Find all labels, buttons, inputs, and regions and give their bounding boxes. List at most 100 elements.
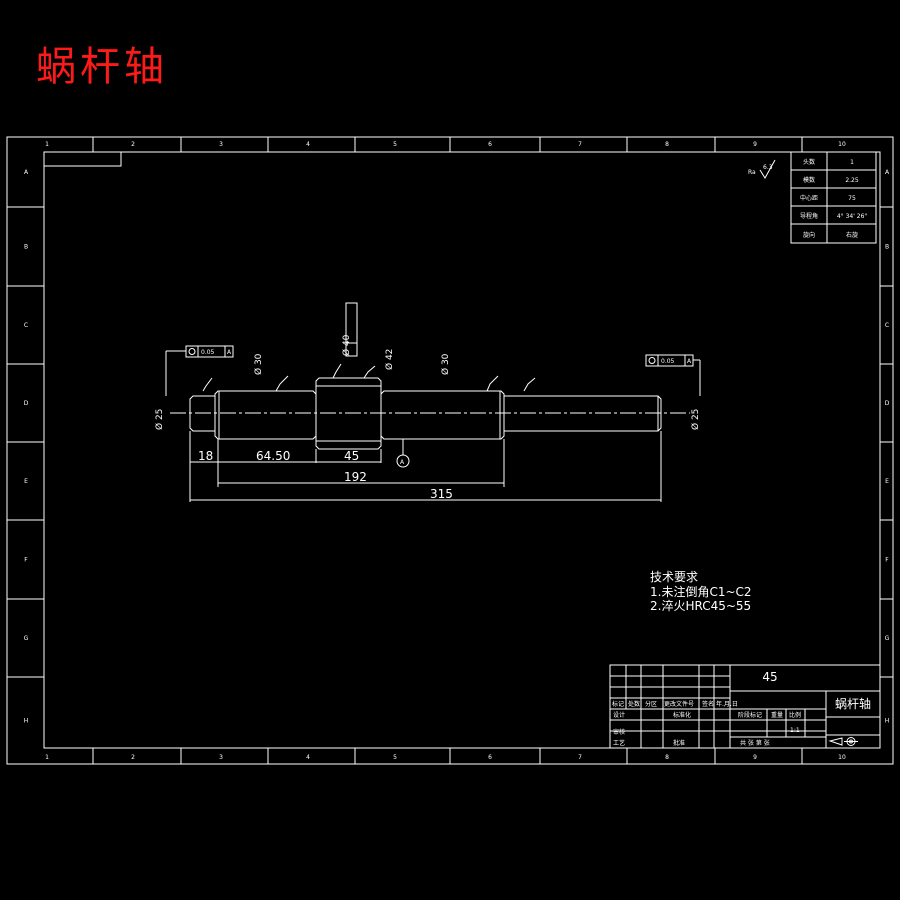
inner-frame: [43, 151, 881, 749]
tolerance-right: 0.05 A: [645, 354, 701, 396]
zone-col-top-7: 7: [578, 141, 582, 148]
part-name: 蜗杆轴: [835, 696, 871, 711]
zone-col-bottom-5: 5: [393, 754, 397, 761]
param-label-2: 中心距: [800, 194, 818, 202]
svg-text:阶段标记: 阶段标记: [738, 711, 762, 719]
param-value-4: 右旋: [846, 231, 858, 239]
tech-req-line2: 2.淬火HRC45~55: [650, 598, 751, 613]
svg-text:年.月.日: 年.月.日: [716, 700, 738, 708]
diameter-labels: Ø 25 Ø 30 Ø 40 Ø 42 Ø 30 Ø 25: [154, 334, 701, 430]
zone-col-bottom-7: 7: [578, 754, 582, 761]
dim-64-50: 64.50: [256, 449, 290, 463]
param-label-0: 头数: [803, 158, 815, 166]
dim-192: 192: [344, 470, 367, 484]
zone-row-right-G: G: [885, 635, 890, 642]
svg-text:比例: 比例: [789, 711, 801, 719]
zone-col-bottom-9: 9: [753, 754, 757, 761]
tech-req-line1: 1.未注倒角C1~C2: [650, 584, 752, 599]
zone-row-right-A: A: [885, 169, 890, 176]
roughness-general: 6.3 Ra: [748, 159, 776, 179]
title-block: 45 蜗杆轴 标记 处数 分区 更改文件号 签名 年.月.日 设计 标准化 审核…: [609, 664, 881, 749]
dia-journal-right: Ø 30: [440, 353, 451, 375]
svg-text:标记: 标记: [612, 700, 624, 708]
param-value-1: 2.25: [845, 177, 859, 184]
zone-row-left-D: D: [24, 400, 29, 407]
zone-row-right-D: D: [885, 400, 890, 407]
param-label-1: 模数: [803, 176, 815, 184]
zone-col-top-10: 10: [838, 141, 846, 148]
param-label-3: 导程角: [800, 212, 818, 220]
tech-req-heading: 技术要求: [650, 570, 698, 584]
svg-text:工艺: 工艺: [613, 739, 625, 747]
dimension-lines: 18 64.50 45 192 315: [189, 431, 662, 502]
svg-text:6.3: 6.3: [763, 164, 773, 171]
zone-col-bottom-8: 8: [665, 754, 669, 761]
material: 45: [762, 670, 777, 684]
zone-row-right-B: B: [885, 244, 889, 251]
svg-text:批准: 批准: [673, 739, 685, 747]
zone-col-bottom-10: 10: [838, 754, 846, 761]
dim-315: 315: [430, 487, 453, 501]
zone-col-top-5: 5: [393, 141, 397, 148]
svg-text:0.05: 0.05: [661, 358, 675, 365]
roughness-marks: [202, 363, 536, 392]
outer-frame: [6, 136, 894, 765]
svg-text:A: A: [687, 358, 692, 365]
worm-section: [315, 377, 382, 450]
zone-col-top-6: 6: [488, 141, 492, 148]
zone-row-left-H: H: [24, 718, 29, 725]
zone-col-top-3: 3: [219, 141, 223, 148]
param-value-0: 1: [850, 159, 854, 166]
dia-right-end: Ø 25: [690, 409, 701, 430]
zone-row-right-C: C: [885, 322, 889, 329]
parameter-table: 头数 1 模数 2.25 中心距 75 导程角 4° 34' 26" 旋向 右旋: [790, 151, 877, 244]
svg-text:处数: 处数: [628, 700, 640, 708]
param-value-2: 75: [848, 195, 856, 202]
zone-row-right-E: E: [885, 478, 889, 485]
zone-row-left-B: B: [24, 244, 28, 251]
svg-text:标准化: 标准化: [673, 711, 691, 719]
dia-left-end: Ø 25: [154, 409, 165, 430]
zone-col-bottom-6: 6: [488, 754, 492, 761]
zone-row-left-F: F: [24, 557, 28, 564]
zone-row-left-A: A: [24, 169, 29, 176]
zone-row-left-E: E: [24, 478, 28, 485]
worm-shaft: [170, 377, 690, 450]
svg-text:0.05: 0.05: [201, 349, 215, 356]
svg-text:审核: 审核: [613, 728, 625, 736]
zone-col-top-4: 4: [306, 141, 310, 148]
svg-text:共 张 第 张: 共 张 第 张: [740, 739, 770, 747]
dim-45: 45: [344, 449, 359, 463]
zone-col-bottom-1: 1: [45, 754, 49, 761]
dia-journal-left: Ø 30: [253, 353, 264, 375]
tolerance-left: 0.05 A: [165, 345, 234, 396]
technical-requirements: 技术要求 1.未注倒角C1~C2 2.淬火HRC45~55: [650, 570, 752, 613]
zone-col-top-8: 8: [665, 141, 669, 148]
zone-row-right-F: F: [885, 557, 889, 564]
corner-box: [43, 151, 122, 167]
svg-text:Ra: Ra: [748, 169, 756, 176]
zone-col-top-9: 9: [753, 141, 757, 148]
svg-text:分区: 分区: [645, 700, 657, 708]
svg-text:更改文件号: 更改文件号: [664, 700, 694, 708]
svg-text:签名: 签名: [702, 700, 714, 708]
dim-18: 18: [198, 449, 213, 463]
svg-text:1:1: 1:1: [790, 727, 800, 734]
param-label-4: 旋向: [803, 231, 815, 239]
svg-text:设计: 设计: [613, 711, 625, 719]
zone-col-bottom-2: 2: [131, 754, 135, 761]
zone-col-bottom-3: 3: [219, 754, 223, 761]
svg-text:A: A: [400, 459, 405, 466]
tolerance-worm: [345, 302, 358, 357]
zone-row-left-G: G: [24, 635, 29, 642]
shaft-right-journal: [380, 390, 505, 440]
param-value-3: 4° 34' 26": [837, 213, 868, 220]
svg-text:重量: 重量: [771, 711, 783, 719]
dia-worm-tip: Ø 42: [384, 349, 395, 370]
zone-row-left-C: C: [24, 322, 28, 329]
zone-col-top-1: 1: [45, 141, 49, 148]
zone-row-right-H: H: [885, 718, 890, 725]
svg-text:A: A: [227, 349, 232, 356]
